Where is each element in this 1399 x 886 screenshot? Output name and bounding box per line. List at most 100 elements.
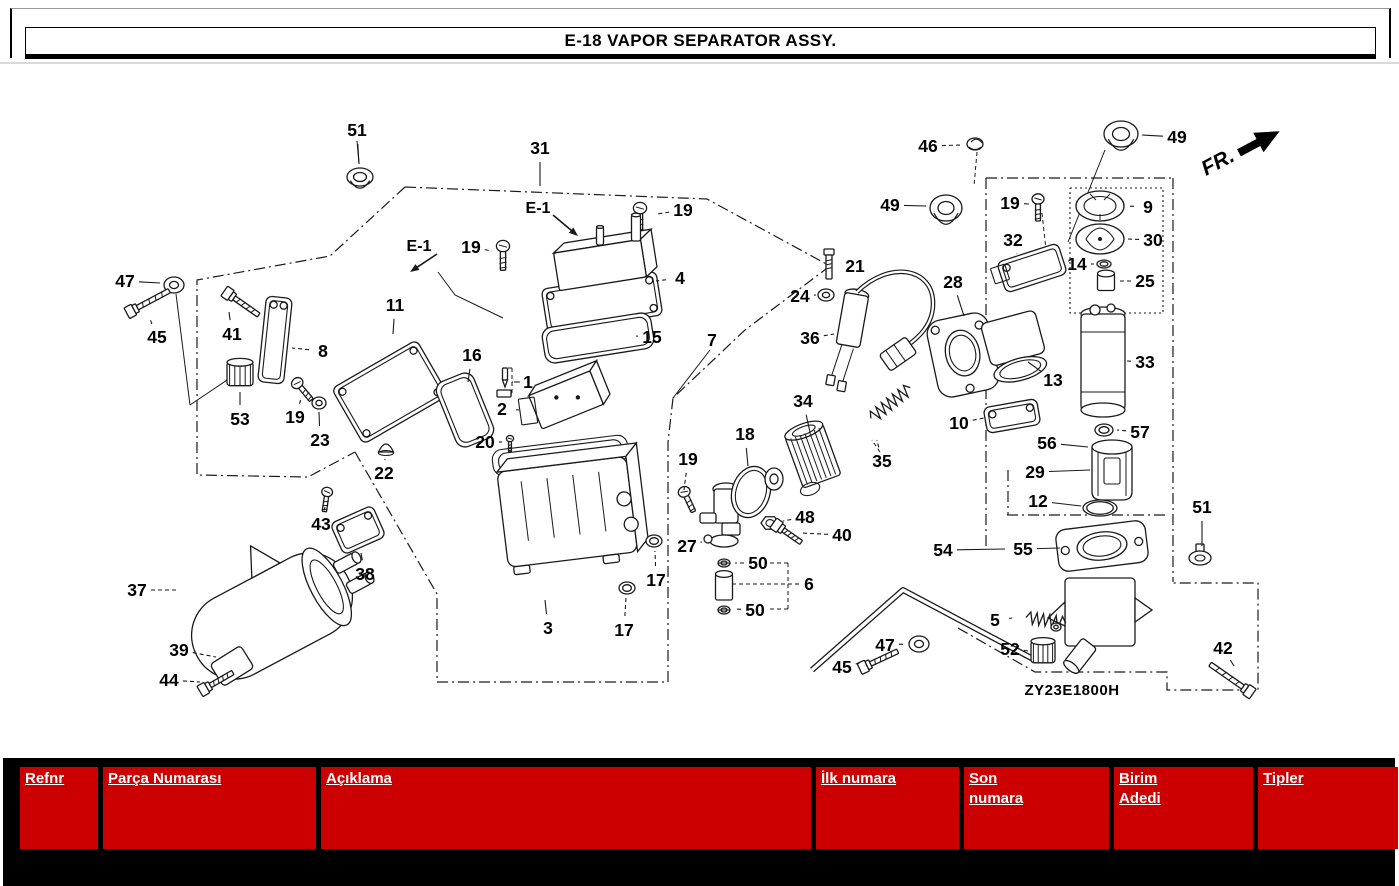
callout-49: 49 bbox=[880, 195, 900, 215]
part-screw bbox=[506, 435, 513, 451]
callout-5: 5 bbox=[990, 610, 1000, 630]
part-plate bbox=[983, 399, 1041, 434]
callout-12: 12 bbox=[1028, 491, 1048, 511]
callout-50: 50 bbox=[745, 600, 765, 620]
part-cylv bbox=[716, 571, 733, 600]
callout-20: 20 bbox=[475, 432, 495, 452]
callout-7: 7 bbox=[707, 330, 717, 350]
callout-9: 9 bbox=[1143, 197, 1153, 217]
part-mount53 bbox=[227, 358, 253, 385]
leader-line bbox=[942, 145, 961, 146]
callout-18: 18 bbox=[735, 424, 755, 444]
callout-40: 40 bbox=[832, 525, 852, 545]
column-header-unit-qty[interactable]: Birim Adedi bbox=[1114, 767, 1253, 849]
part-screw bbox=[319, 487, 333, 513]
part-cylv bbox=[597, 226, 604, 245]
part-needle bbox=[497, 368, 511, 397]
callout-13: 13 bbox=[1043, 370, 1063, 390]
part-washer bbox=[909, 636, 929, 652]
callout-30: 30 bbox=[1143, 230, 1163, 250]
callout-1: 1 bbox=[523, 372, 533, 392]
callout-4: 4 bbox=[675, 268, 685, 288]
leader-line bbox=[545, 600, 547, 614]
callout-27: 27 bbox=[677, 536, 696, 556]
eref-label: E-1 bbox=[407, 238, 432, 255]
part-oring bbox=[646, 535, 662, 547]
column-header-first-number[interactable]: İlk numara bbox=[816, 767, 959, 849]
leader-line bbox=[183, 681, 200, 682]
callout-28: 28 bbox=[943, 272, 963, 292]
part-solenoid bbox=[825, 272, 933, 393]
leader-line bbox=[957, 549, 1005, 550]
part-plate bbox=[330, 505, 386, 555]
column-header-types[interactable]: Tipler bbox=[1258, 767, 1398, 849]
part-dome bbox=[379, 444, 394, 456]
callout-14: 14 bbox=[1067, 254, 1087, 274]
callout-23: 23 bbox=[310, 430, 330, 450]
callout-51: 51 bbox=[347, 120, 367, 140]
part-box bbox=[526, 361, 613, 429]
x bbox=[825, 287, 869, 393]
callout-19: 19 bbox=[673, 200, 693, 220]
callout-41: 41 bbox=[222, 324, 242, 344]
leader-line bbox=[657, 212, 669, 214]
callout-6: 6 bbox=[804, 574, 814, 594]
callout-42: 42 bbox=[1213, 638, 1233, 658]
column-header-last-number[interactable]: Son numara bbox=[964, 767, 1109, 849]
part-oring bbox=[619, 582, 635, 594]
callout-57: 57 bbox=[1130, 422, 1149, 442]
callout-22: 22 bbox=[374, 463, 394, 483]
leader-line bbox=[973, 418, 984, 420]
callout-19: 19 bbox=[461, 237, 481, 257]
leader-line bbox=[746, 448, 748, 466]
callout-16: 16 bbox=[462, 345, 482, 365]
callout-47: 47 bbox=[875, 635, 894, 655]
leader-line bbox=[824, 334, 834, 336]
part-tank bbox=[491, 433, 650, 576]
part-filter bbox=[779, 417, 844, 498]
leader-line bbox=[877, 440, 879, 447]
callout-51: 51 bbox=[1192, 497, 1212, 517]
part-cylv bbox=[632, 213, 641, 241]
parts-table-frame: Refnr Parça Numarası Açıklama İlk numara… bbox=[3, 758, 1395, 886]
callout-48: 48 bbox=[795, 507, 815, 527]
leader-line bbox=[1061, 444, 1088, 447]
part-cylv bbox=[1098, 270, 1115, 290]
callout-49: 49 bbox=[1167, 127, 1187, 147]
column-header-description[interactable]: Açıklama bbox=[321, 767, 811, 849]
leader-line bbox=[358, 144, 359, 164]
leader-line bbox=[150, 319, 152, 324]
callout-33: 33 bbox=[1135, 352, 1155, 372]
part-pump bbox=[1081, 304, 1125, 417]
callout-45: 45 bbox=[147, 327, 167, 347]
part-flange55 bbox=[1055, 520, 1149, 573]
leader-line bbox=[229, 312, 230, 320]
part-washer bbox=[1051, 623, 1061, 631]
callout-55: 55 bbox=[1013, 539, 1033, 559]
part-grommet bbox=[347, 168, 373, 188]
part-plate bbox=[997, 243, 1068, 293]
callout-54: 54 bbox=[933, 540, 953, 560]
leader-line bbox=[319, 412, 320, 426]
callout-11: 11 bbox=[386, 295, 405, 315]
part-screw bbox=[496, 240, 509, 270]
column-header-part-number[interactable]: Parça Numarası bbox=[103, 767, 316, 849]
leader-line bbox=[655, 551, 656, 566]
eref-arrow bbox=[410, 264, 419, 272]
callout-17: 17 bbox=[646, 570, 665, 590]
parts-catalog-page: { "page": { "title": "E-18 VAPOR SEPARAT… bbox=[0, 0, 1399, 818]
part-clip bbox=[967, 138, 983, 150]
callout-38: 38 bbox=[355, 564, 375, 584]
callout-34: 34 bbox=[793, 391, 813, 411]
callout-19: 19 bbox=[285, 407, 305, 427]
callout-24: 24 bbox=[790, 286, 810, 306]
leader-line bbox=[904, 205, 926, 206]
part-plate bbox=[332, 340, 449, 444]
leader-line bbox=[1037, 548, 1060, 549]
callout-25: 25 bbox=[1135, 271, 1155, 291]
leader-line bbox=[957, 295, 964, 316]
column-header-refnr[interactable]: Refnr bbox=[20, 767, 98, 849]
parts-table-header-row: Refnr Parça Numarası Açıklama İlk numara… bbox=[20, 767, 1398, 849]
callout-44: 44 bbox=[159, 670, 179, 690]
part-plug bbox=[1189, 544, 1211, 565]
